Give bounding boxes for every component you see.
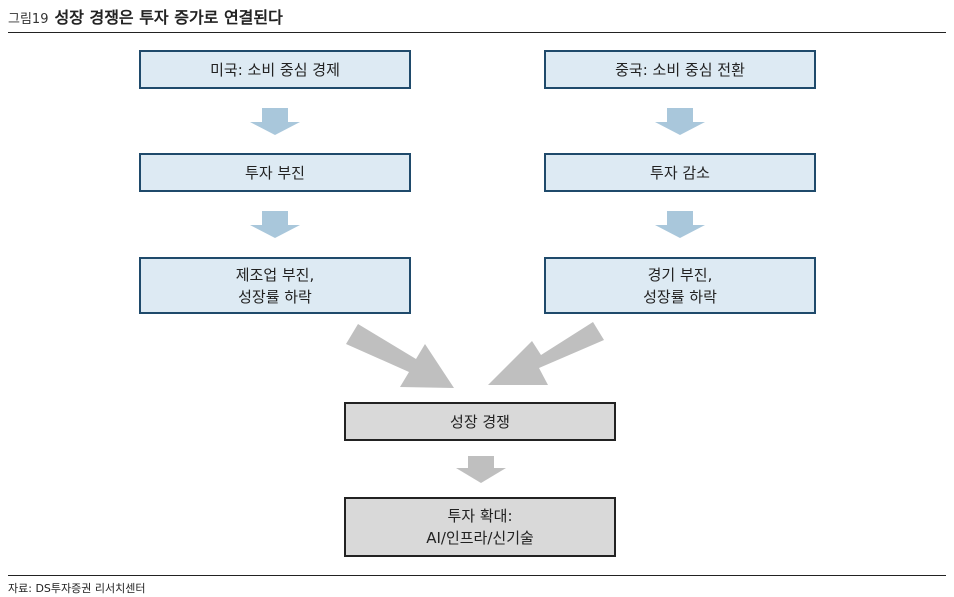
box-investment-expansion: 투자 확대: AI/인프라/신기술	[344, 497, 616, 557]
arrow-down-us-1	[250, 108, 300, 135]
box-china-growth-decline: 경기 부진, 성장률 하락	[544, 257, 816, 314]
box-us-investment-slump: 투자 부진	[139, 153, 411, 192]
arrow-down-china-2	[655, 211, 705, 238]
box-china-investment-decrease: 투자 감소	[544, 153, 816, 192]
arrow-down-result	[456, 456, 506, 483]
arrow-down-china-1	[655, 108, 705, 135]
arrow-down-us-2	[250, 211, 300, 238]
bottom-rule	[8, 575, 946, 576]
figure-number: 그림19	[8, 12, 49, 27]
top-rule	[8, 32, 946, 33]
box-growth-competition: 성장 경쟁	[344, 402, 616, 441]
arrow-diagonal-left	[346, 324, 454, 388]
arrow-diagonal-right	[488, 322, 604, 385]
figure-header: 그림19 성장 경쟁은 투자 증가로 연결된다	[8, 4, 283, 30]
box-china-consumption-shift: 중국: 소비 중심 전환	[544, 50, 816, 89]
box-us-growth-decline: 제조업 부진, 성장률 하락	[139, 257, 411, 314]
box-us-consumption-economy: 미국: 소비 중심 경제	[139, 50, 411, 89]
figure-title: 성장 경쟁은 투자 증가로 연결된다	[54, 8, 283, 27]
source-note: 자료: DS투자증권 리서치센터	[8, 582, 146, 595]
